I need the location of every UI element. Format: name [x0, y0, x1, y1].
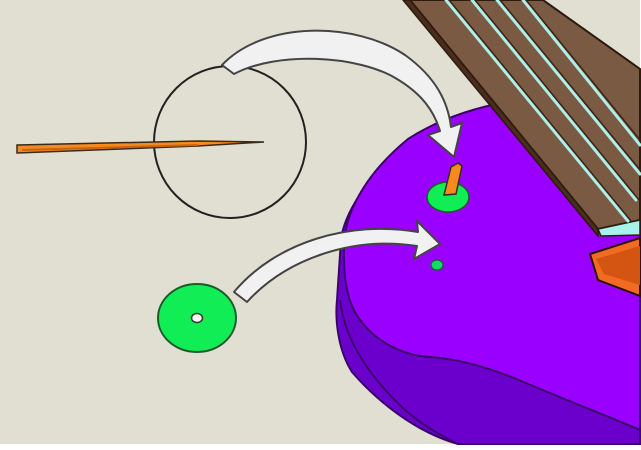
- washer-hole: [192, 314, 203, 323]
- green-washer-loose: [158, 284, 236, 352]
- small-hole-marker: [431, 260, 443, 270]
